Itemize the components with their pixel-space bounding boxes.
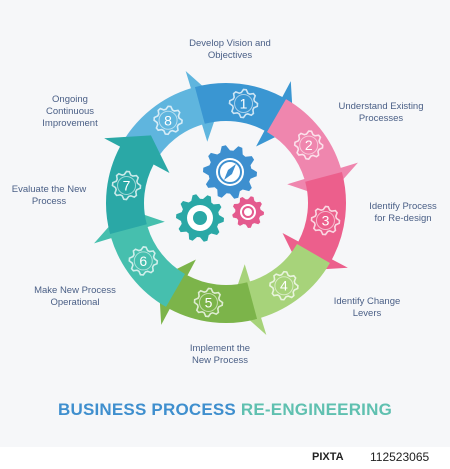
diagram-title: BUSINESS PROCESS RE-ENGINEERING [0, 400, 450, 420]
step-number-4: 4 [280, 278, 288, 294]
watermark-id: 112523065 [370, 450, 430, 464]
step-gear-icon [128, 246, 159, 276]
step-arrow-2 [267, 99, 358, 198]
step-label-3: Identify Process for Re-design [369, 201, 437, 224]
step-label-6: Make New Process Operational [34, 285, 116, 308]
step-badge-3: 3 [310, 205, 341, 236]
step-badge-7: 7 [111, 170, 142, 201]
step-label-4: Identify Change Levers [333, 296, 401, 319]
watermark-bar: PIXTA 112523065 [0, 447, 450, 469]
step-number-5: 5 [205, 294, 213, 310]
step-badge-4: 4 [269, 270, 299, 301]
step-label-2: Understand Existing Processes [338, 101, 424, 124]
step-number-2: 2 [305, 137, 313, 153]
step-number-8: 8 [164, 112, 172, 128]
step-number-7: 7 [123, 177, 131, 193]
process-cycle-diagram: 1 2 3 4 5 6 7 8 [94, 71, 358, 335]
step-badge-5: 5 [193, 287, 224, 318]
step-gear-icon [193, 287, 224, 318]
step-gear-icon [293, 130, 324, 160]
step-gear-icon [111, 170, 142, 201]
step-gear-icon [269, 270, 299, 301]
step-gear-icon [153, 105, 183, 136]
step-label-8: Ongoing Continuous Improvement [42, 94, 98, 129]
step-number-6: 6 [139, 253, 147, 269]
step-arrow-7 [104, 135, 170, 235]
step-arrow-6 [94, 208, 185, 307]
step-label-5: Implement the New Process [189, 343, 251, 366]
gear-pink-icon [232, 196, 264, 228]
step-badge-6: 6 [128, 246, 159, 276]
gear-compass-icon [203, 145, 257, 199]
step-label-7: Evaluate the New Process [11, 184, 87, 207]
step-badge-1: 1 [228, 88, 259, 119]
title-part-2: RE-ENGINEERING [240, 400, 392, 419]
step-gear-icon [310, 205, 341, 236]
gear-teal-icon [176, 194, 224, 242]
step-gear-icon [228, 88, 259, 119]
step-number-1: 1 [240, 96, 248, 112]
step-badge-8: 8 [153, 105, 183, 136]
step-badge-2: 2 [293, 130, 324, 160]
step-arrow-4 [231, 244, 330, 335]
step-number-3: 3 [322, 213, 330, 229]
watermark-logo: PIXTA [312, 451, 344, 463]
title-part-1: BUSINESS PROCESS [58, 400, 236, 419]
step-label-1: Develop Vision and Objectives [189, 38, 271, 61]
